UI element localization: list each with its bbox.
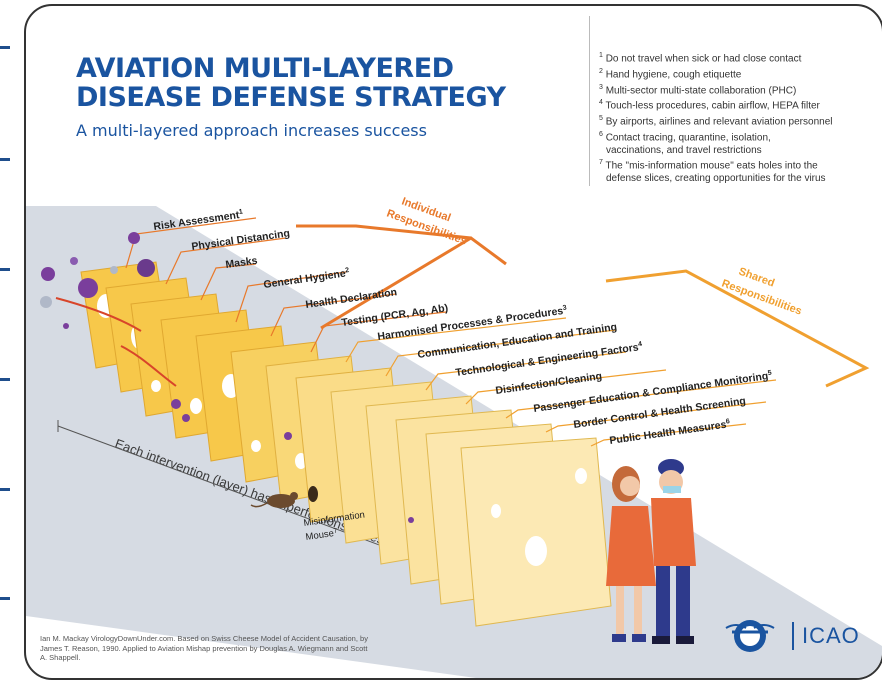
infection-path-arrows: [55, 297, 177, 387]
label-general-hygiene: General Hygiene2: [263, 267, 351, 291]
shared-leader-lines: [345, 317, 777, 447]
slide-marker-6: [0, 597, 10, 600]
slide-marker-1: [0, 46, 10, 49]
footnotes-list: 1 Do not travel when sick or had close c…: [599, 50, 869, 186]
footnote-6-cont: vaccinations, and travel restrictions: [606, 144, 762, 156]
footnote-7-cont: defense slices, creating opportunities f…: [606, 173, 826, 185]
misinformation-mouse: [250, 486, 318, 508]
footnote-3: 3 Multi-sector multi-state collaboration…: [599, 83, 797, 96]
slide-marker-5: [0, 488, 10, 491]
title-line-1: AVIATION MULTI-LAYERED: [76, 53, 454, 84]
man-figure: [651, 459, 696, 644]
cheese-diagram: Each intervention (layer) has imperfecti…: [26, 196, 882, 678]
woman-figure: [606, 466, 656, 642]
individual-bracket-edge: [320, 236, 507, 330]
footnote-2: 2 Hand hygiene, cough etiquette: [599, 67, 742, 81]
slide-marker-2: [0, 158, 10, 161]
label-physical-distancing: Physical Distancing: [191, 227, 291, 253]
mouse-label-line-2: Mouse7: [305, 528, 339, 543]
label-health-declaration: Health Declaration: [305, 286, 398, 311]
shared-bracket: [605, 269, 870, 388]
slide-marker-4: [0, 378, 10, 381]
footnote-5: 5 By airports, airlines and relevant avi…: [599, 115, 833, 128]
footnote-7: 7 The "mis-information mouse" eats holes…: [599, 159, 818, 172]
title-line-2: DISEASE DEFENSE STRATEGY: [76, 82, 506, 113]
icao-divider: [792, 622, 794, 650]
slice-public-health: [460, 437, 612, 627]
label-risk-assessment: Risk Assessment1: [153, 208, 244, 232]
notes-divider: [589, 16, 590, 186]
footnote-4: 4 Touch-less procedures, cabin airflow, …: [599, 99, 820, 112]
footnote-6: 6 Contact tracing, quarantine, isolation…: [599, 131, 771, 144]
source-credit: Ian M. Mackay VirologyDownUnder.com. Bas…: [40, 634, 368, 662]
label-disinfection: Disinfection/Cleaning: [495, 370, 603, 397]
label-masks: Masks: [225, 255, 259, 271]
slide-marker-3: [0, 268, 10, 271]
footnote-1: 1 Do not travel when sick or had close c…: [599, 52, 802, 65]
icao-emblem: [725, 620, 775, 652]
infographic-card: AVIATION MULTI-LAYERED DISEASE DEFENSE S…: [24, 4, 882, 680]
virus-particles: [40, 232, 414, 523]
infographic-title: AVIATION MULTI-LAYERED DISEASE DEFENSE S…: [76, 54, 506, 112]
floor-arrow-line: [57, 425, 437, 567]
individual-bracket-top: [296, 224, 472, 240]
icao-logo-text: ICAO: [802, 623, 860, 648]
infographic-subtitle: A multi-layered approach increases succe…: [76, 121, 427, 140]
